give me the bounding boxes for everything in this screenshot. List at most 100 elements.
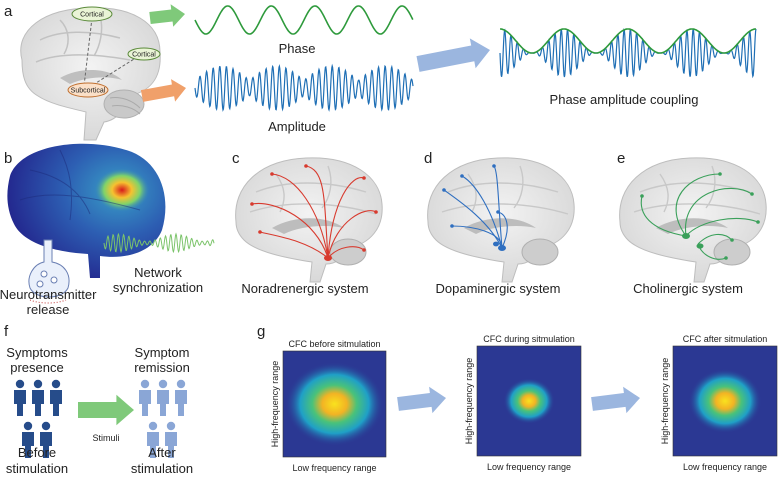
connection-line bbox=[87, 53, 143, 89]
projection-terminal bbox=[730, 238, 734, 242]
projection-terminal bbox=[270, 172, 274, 176]
before-label-line2: stimulation bbox=[6, 461, 68, 476]
projection-fiber bbox=[675, 173, 721, 237]
noradrenergic-brain bbox=[235, 157, 383, 283]
gyri-lines bbox=[441, 165, 569, 215]
person-icon bbox=[23, 421, 33, 431]
nucleus-source bbox=[324, 255, 332, 261]
heatmap-title: CFC during sitmulation bbox=[483, 334, 575, 344]
phase-wave bbox=[194, 5, 414, 35]
symptoms-title-line1: Symptoms bbox=[6, 345, 68, 360]
person-icon bbox=[41, 421, 51, 431]
after-label-line1: After bbox=[148, 445, 176, 460]
projection-terminal bbox=[250, 202, 254, 206]
amplitude-wave bbox=[194, 63, 414, 112]
projection-fiber bbox=[685, 187, 753, 237]
panel-e-letter: e bbox=[617, 150, 625, 167]
projection-terminal bbox=[640, 194, 644, 198]
projection-terminal bbox=[724, 256, 728, 260]
projection-terminal bbox=[496, 210, 500, 214]
person-body bbox=[40, 432, 52, 458]
heatmap-title: CFC before sitmulation bbox=[288, 339, 380, 349]
person-body bbox=[139, 390, 151, 416]
person-body bbox=[50, 390, 62, 416]
cerebellum bbox=[521, 238, 559, 266]
projection-terminal bbox=[362, 176, 366, 180]
projection-terminal bbox=[450, 224, 454, 228]
projection-terminal bbox=[492, 164, 496, 168]
pac-label: Phase amplitude coupling bbox=[550, 92, 699, 107]
cortical-node bbox=[71, 6, 113, 22]
nucleus-source bbox=[493, 241, 499, 247]
noradrenergic-caption: Noradrenergic system bbox=[241, 281, 368, 296]
panel-d-letter: d bbox=[424, 150, 432, 167]
person-icon bbox=[51, 379, 61, 389]
projection-fiber bbox=[493, 165, 503, 249]
people-icon-group bbox=[14, 379, 62, 458]
projection-fiber bbox=[443, 189, 503, 249]
person-icon bbox=[33, 379, 43, 389]
person-body bbox=[157, 390, 169, 416]
cerebellum bbox=[713, 238, 751, 266]
panel-g-letter: g bbox=[257, 323, 265, 340]
person-body bbox=[175, 390, 187, 416]
amplitude-label: Amplitude bbox=[268, 119, 326, 134]
panel-f-letter: f bbox=[4, 323, 9, 340]
projection-terminal bbox=[442, 188, 446, 192]
projection-fiber bbox=[327, 210, 377, 259]
projection-terminal bbox=[258, 230, 262, 234]
projection-terminal bbox=[718, 172, 722, 176]
dopaminergic-brain bbox=[427, 157, 575, 283]
projection-fiber bbox=[461, 175, 503, 249]
person-body bbox=[22, 432, 34, 458]
network-label-line1: Network bbox=[134, 265, 182, 280]
cholinergic-caption: Cholinergic system bbox=[633, 281, 743, 296]
after-label-line2: stimulation bbox=[131, 461, 193, 476]
person-body bbox=[14, 390, 26, 416]
projection-fiber bbox=[497, 211, 508, 249]
person-icon bbox=[140, 379, 150, 389]
projection-terminal bbox=[304, 164, 308, 168]
person-icon bbox=[148, 421, 158, 431]
heatmap-ylabel: High-frequency range bbox=[464, 358, 474, 445]
remission-title-line2: remission bbox=[134, 360, 190, 375]
cortical-label: Cortical bbox=[132, 52, 156, 59]
heatmap-blob bbox=[688, 368, 762, 434]
symptoms-title-line2: presence bbox=[10, 360, 63, 375]
subcortical-node bbox=[67, 82, 109, 98]
projection-terminal bbox=[750, 192, 754, 196]
heatmap-title: CFC after sitmulation bbox=[683, 334, 768, 344]
person-body bbox=[32, 390, 44, 416]
brain-sagittal-a bbox=[20, 7, 161, 141]
heatmap-xlabel: Low frequency range bbox=[683, 462, 767, 472]
projection-terminal bbox=[362, 248, 366, 252]
projection-fiber bbox=[451, 225, 503, 249]
phase-label: Phase bbox=[279, 41, 316, 56]
cortical-node bbox=[127, 47, 161, 61]
person-icon bbox=[15, 379, 25, 389]
projection-fiber bbox=[697, 233, 733, 245]
green-arrow-icon bbox=[149, 4, 185, 27]
before-label-line1: Before bbox=[18, 445, 56, 460]
stimuli-label: Stimuli bbox=[92, 433, 119, 443]
projection-fiber bbox=[305, 165, 329, 259]
heatmap-blob bbox=[285, 361, 384, 447]
eeg-trace bbox=[103, 232, 215, 254]
heatmap-xlabel: Low frequency range bbox=[292, 463, 376, 473]
dopaminergic-caption: Dopaminergic system bbox=[436, 281, 561, 296]
green-arrow-icon bbox=[78, 394, 134, 426]
cholinergic-brain bbox=[619, 157, 767, 283]
heatmap-xlabel: Low frequency range bbox=[487, 462, 571, 472]
projection-fiber bbox=[259, 231, 329, 259]
projection-fiber bbox=[271, 173, 329, 259]
synapse-icon bbox=[28, 239, 70, 304]
blue-arrow-icon bbox=[591, 386, 640, 414]
heatmap-ylabel: High-frequency range bbox=[270, 361, 280, 448]
orange-arrow-icon bbox=[140, 79, 186, 102]
blue-arrow-icon bbox=[397, 386, 446, 414]
pac-envelope bbox=[500, 28, 756, 54]
person-body bbox=[147, 432, 159, 458]
nucleus-source bbox=[682, 233, 690, 239]
person-icon bbox=[166, 421, 176, 431]
